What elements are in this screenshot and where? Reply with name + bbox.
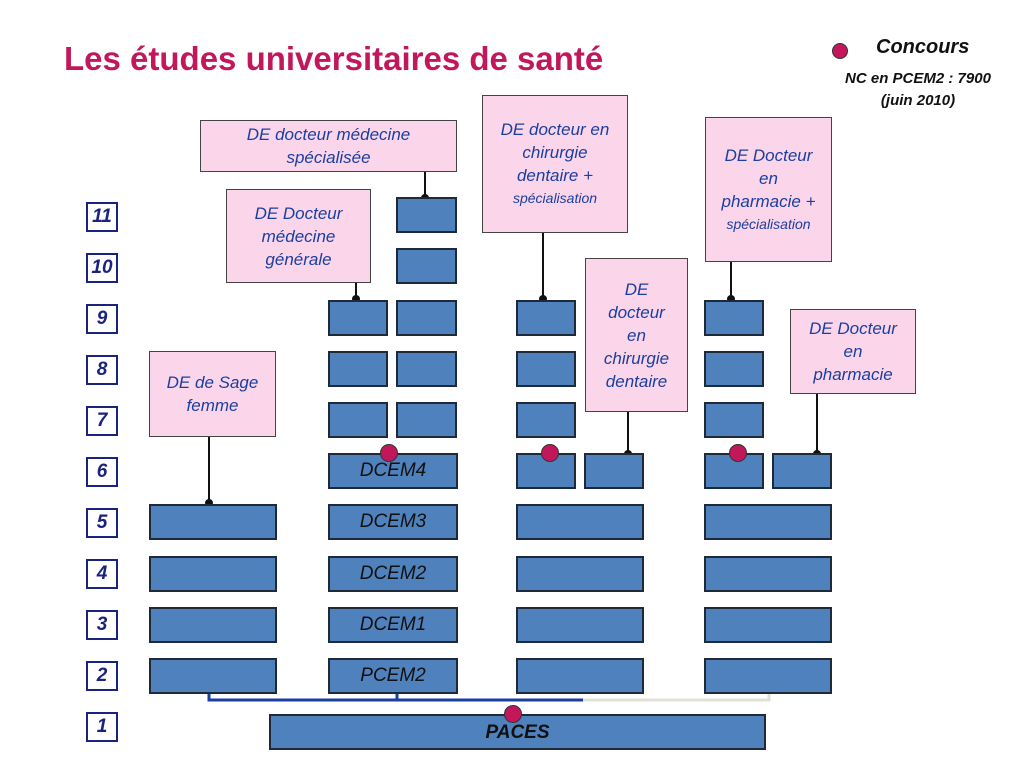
pharma-spec-year-9 — [704, 300, 764, 336]
diploma-chir-line3: en — [627, 325, 646, 345]
year-1: 1 — [86, 712, 118, 742]
year-9: 9 — [86, 304, 118, 334]
concours-dot-paces — [504, 705, 522, 723]
year-2: 2 — [86, 661, 118, 691]
med-gen-year-9 — [328, 300, 388, 336]
pharma-year-3 — [704, 607, 832, 643]
diploma-chir-spec-line3: dentaire + — [516, 166, 594, 185]
dent-spec-year-7 — [516, 402, 576, 438]
dent-year-2 — [516, 658, 644, 694]
dent-year-5 — [516, 504, 644, 540]
concours-legend-dot — [832, 43, 848, 59]
diploma-chir-line1: DE — [624, 279, 649, 299]
sage-femme-year-2 — [149, 658, 277, 694]
sage-femme-year-4 — [149, 556, 277, 592]
diploma-med-gen: DE Docteur médecine générale — [226, 189, 371, 283]
concours-dot-dentistry — [541, 444, 559, 462]
year-5: 5 — [86, 508, 118, 538]
year-7: 7 — [86, 406, 118, 436]
diploma-sage-femme-line1: DE de Sage — [166, 373, 259, 392]
dcem2-box: DCEM2 — [328, 556, 458, 592]
med-spec-year-11 — [396, 197, 457, 233]
diploma-chir-spec-line1: DE docteur en — [500, 120, 610, 139]
diploma-pharma: DE Docteur en pharmacie — [790, 309, 916, 394]
med-gen-year-8 — [328, 351, 388, 387]
dent-year-6 — [584, 453, 644, 489]
diploma-chir-line2: docteur — [608, 302, 665, 322]
sage-femme-year-3 — [149, 607, 277, 643]
med-spec-year-9 — [396, 300, 457, 336]
diploma-med-spec-line2: spécialisée — [286, 148, 371, 167]
diploma-pharma-line1: DE Docteur — [809, 319, 897, 338]
year-6: 6 — [86, 457, 118, 487]
legend-note-line1: NC en PCEM2 : 7900 — [845, 70, 991, 87]
pharma-year-6 — [772, 453, 832, 489]
pharma-year-5 — [704, 504, 832, 540]
dent-spec-year-9 — [516, 300, 576, 336]
pharma-year-4 — [704, 556, 832, 592]
year-8: 8 — [86, 355, 118, 385]
legend-note-line2: (juin 2010) — [880, 92, 956, 109]
concours-dot-medicine — [380, 444, 398, 462]
med-gen-year-7 — [328, 402, 388, 438]
diploma-chir-spec-line4: spécialisation — [512, 190, 598, 206]
dent-year-4 — [516, 556, 644, 592]
pcem2-box: PCEM2 — [328, 658, 458, 694]
diploma-chir: DE docteur en chirurgie dentaire — [585, 258, 688, 412]
diploma-pharma-spec-line3: pharmacie + — [721, 191, 816, 211]
dent-spec-year-8 — [516, 351, 576, 387]
diploma-med-gen-line1: DE Docteur — [254, 203, 343, 223]
diploma-pharma-line2: en — [843, 342, 863, 361]
diploma-pharma-spec-line2: en — [759, 168, 778, 188]
legend-title: Concours — [876, 36, 970, 58]
med-spec-year-10 — [396, 248, 457, 284]
diploma-sage-femme: DE de Sage femme — [149, 351, 276, 437]
pharma-spec-year-7 — [704, 402, 764, 438]
diploma-chir-spec-line2: chirurgie — [522, 143, 588, 162]
legend-note: NC en PCEM2 : 7900 (juin 2010) — [828, 68, 1008, 112]
year-11: 11 — [86, 202, 118, 232]
year-10: 10 — [86, 253, 118, 283]
diploma-med-gen-line2: médecine — [261, 226, 336, 246]
diploma-pharma-spec-line1: DE Docteur — [724, 145, 813, 165]
page-title: Les études universitaires de santé — [64, 40, 604, 77]
dcem3-box: DCEM3 — [328, 504, 458, 540]
year-3: 3 — [86, 610, 118, 640]
diploma-chir-line5: dentaire — [605, 371, 668, 391]
dcem1-box: DCEM1 — [328, 607, 458, 643]
diploma-med-gen-line3: générale — [265, 249, 332, 269]
diploma-pharma-spec-line4: spécialisation — [726, 215, 811, 232]
concours-dot-pharmacy — [729, 444, 747, 462]
med-spec-year-8 — [396, 351, 457, 387]
sage-femme-year-5 — [149, 504, 277, 540]
pharma-year-2 — [704, 658, 832, 694]
med-spec-year-7 — [396, 402, 457, 438]
diploma-sage-femme-line2: femme — [186, 396, 239, 415]
diploma-med-spec: DE docteur médecine spécialisée — [200, 120, 457, 172]
diploma-med-spec-line1: DE docteur médecine — [246, 125, 411, 144]
year-4: 4 — [86, 559, 118, 589]
pharma-spec-year-8 — [704, 351, 764, 387]
dent-year-3 — [516, 607, 644, 643]
diploma-pharma-line3: pharmacie — [813, 365, 893, 384]
diploma-chir-spec: DE docteur en chirurgie dentaire + spéci… — [482, 95, 628, 233]
diploma-pharma-spec: DE Docteur en pharmacie + spécialisation — [705, 117, 832, 262]
diploma-chir-line4: chirurgie — [603, 348, 670, 368]
